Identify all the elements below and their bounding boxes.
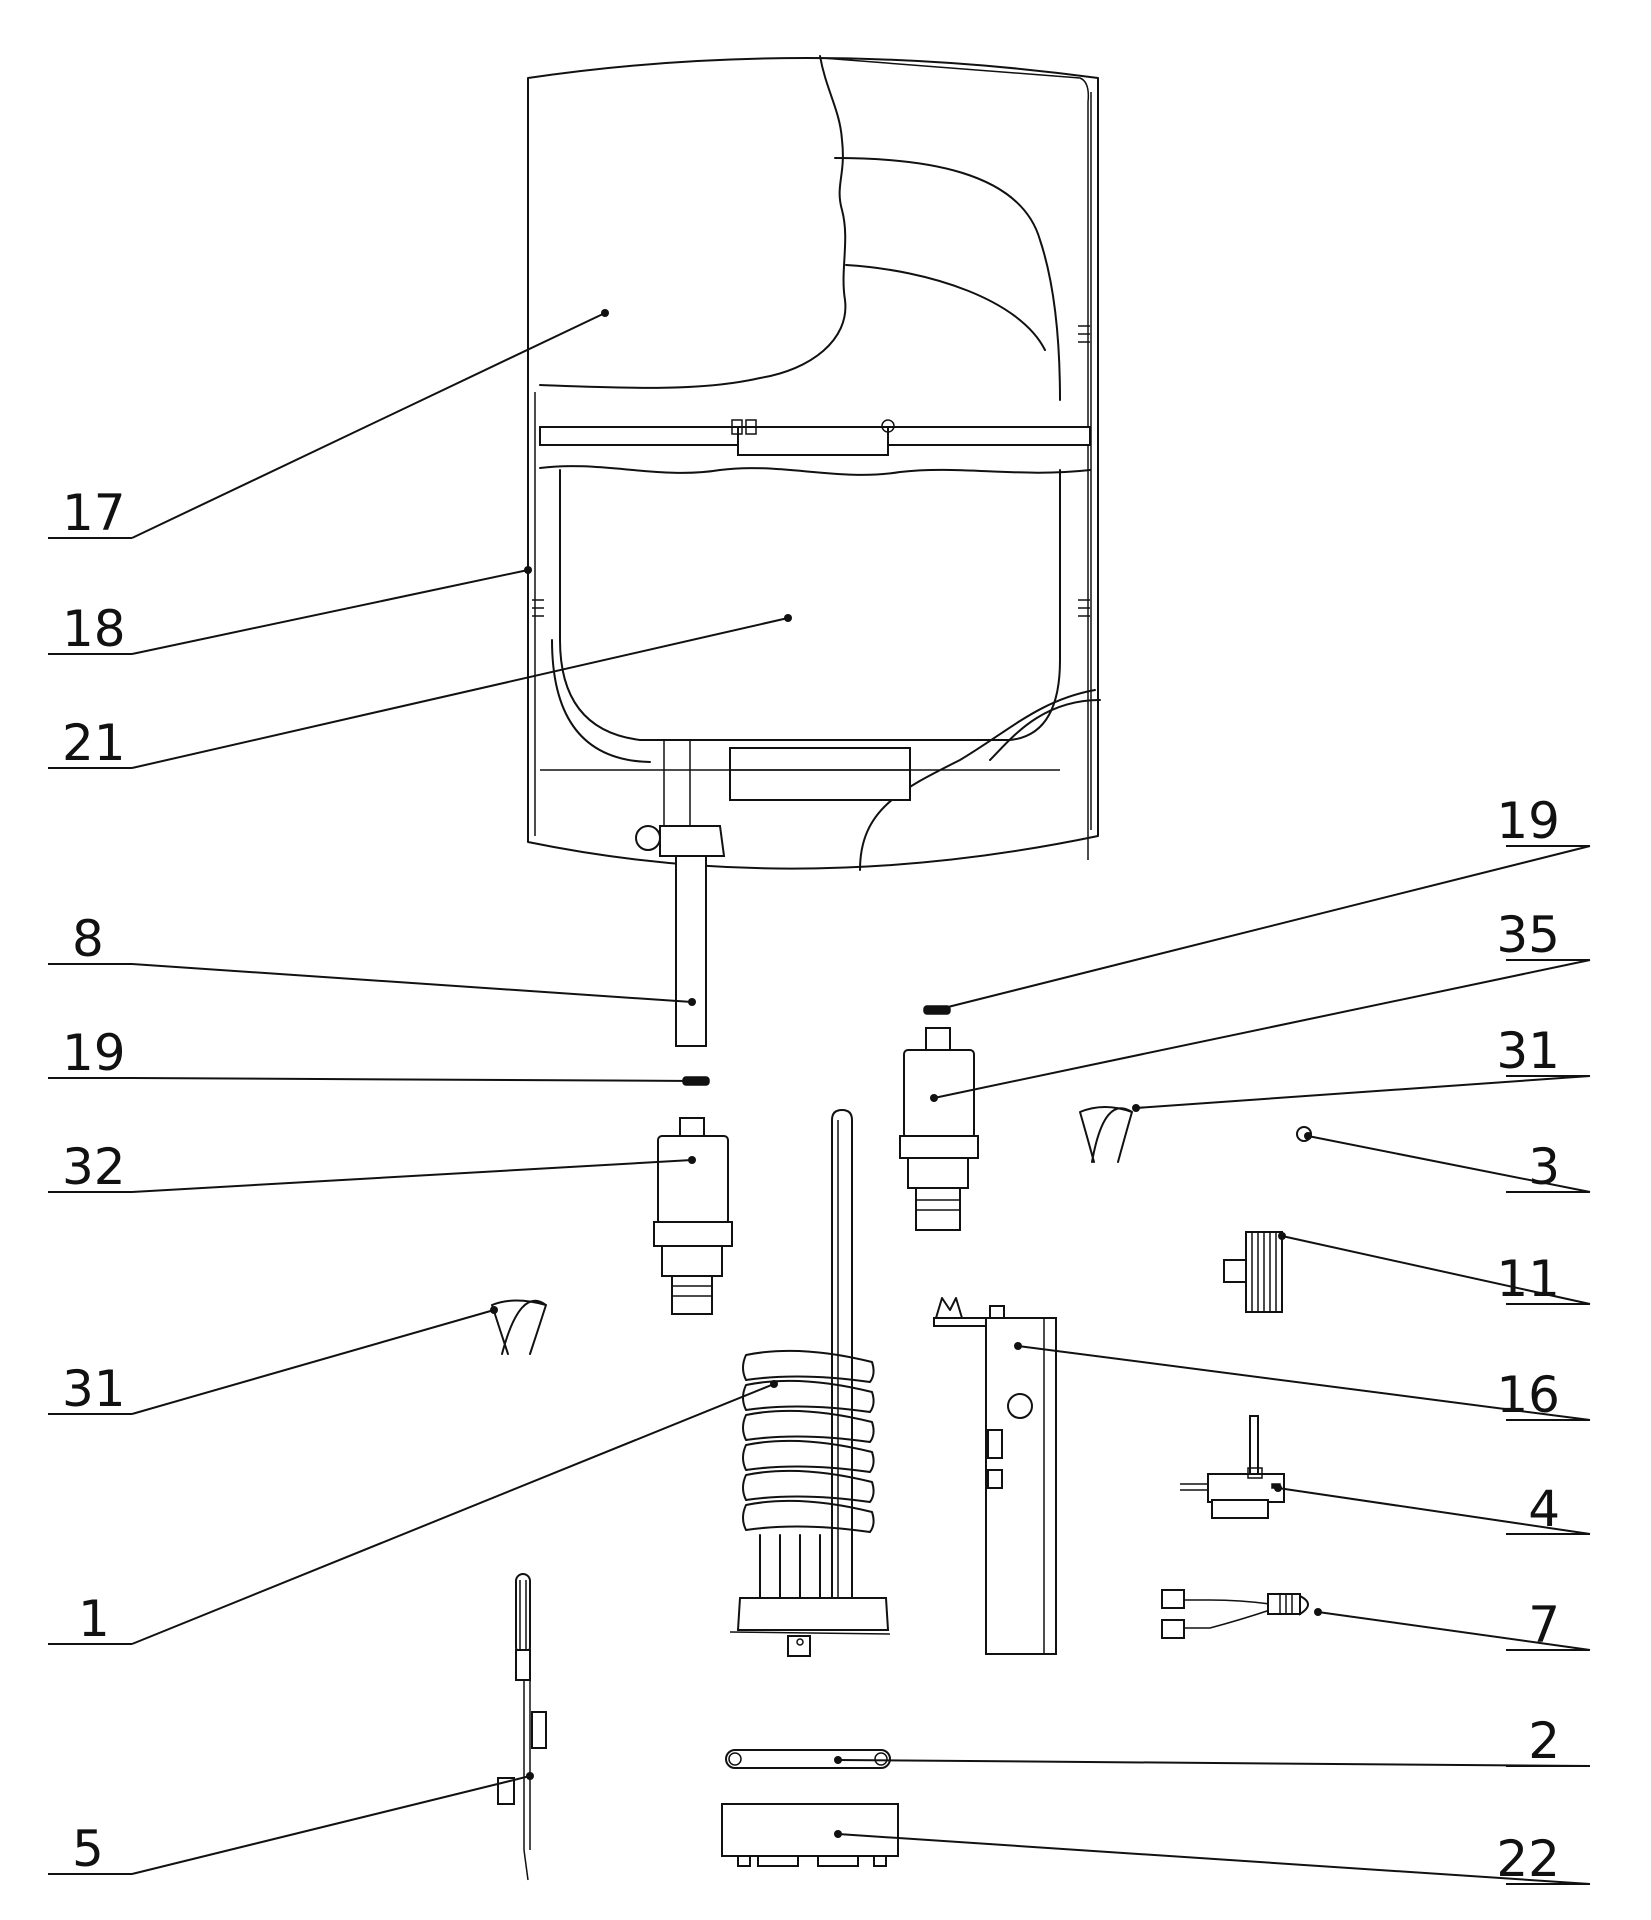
callout-7: 7 [1528, 1596, 1560, 1654]
part-4-switch [1180, 1415, 1285, 1519]
part-22-cover [721, 1803, 899, 1867]
leader-lines [131, 312, 1591, 1885]
callout-31-left: 31 [62, 1360, 126, 1418]
callout-1: 1 [78, 1590, 110, 1648]
part-31-clip-right [1079, 1106, 1133, 1163]
leader-dots [490, 309, 1322, 1838]
part-2-gasket [725, 1749, 891, 1769]
part-16-bracket [933, 1297, 1057, 1655]
part-7-wire-harness [1161, 1589, 1309, 1639]
callout-3: 3 [1528, 1138, 1560, 1196]
callout-22: 22 [1496, 1830, 1560, 1888]
part-8-pipe [675, 855, 707, 1047]
part-1-heating-element [729, 1108, 891, 1657]
callout-2: 2 [1528, 1712, 1560, 1770]
part-31-clip-left [491, 1299, 547, 1355]
callout-8: 8 [72, 910, 104, 968]
callout-17: 17 [62, 484, 126, 542]
label-underlines [48, 537, 1590, 1885]
part-35-valve [899, 1027, 979, 1231]
callout-18: 18 [62, 600, 126, 658]
callout-19-left: 19 [62, 1024, 126, 1082]
callout-labels-left: 17 18 21 8 19 32 31 1 5 [62, 484, 126, 1878]
callout-31-right: 31 [1496, 1022, 1560, 1080]
callout-labels-right: 19 35 31 3 11 16 4 7 2 22 [1496, 792, 1560, 1888]
callout-19-right: 19 [1496, 792, 1560, 850]
part-11-knob [1223, 1231, 1283, 1313]
callout-11: 11 [1496, 1250, 1560, 1308]
callout-5: 5 [72, 1820, 104, 1878]
callout-35: 35 [1496, 906, 1560, 964]
part-5-thermostat [497, 1573, 547, 1881]
callout-21: 21 [62, 714, 126, 772]
callout-16: 16 [1496, 1366, 1560, 1424]
part-32-valve [653, 1117, 733, 1315]
heater-casing [527, 55, 1101, 871]
callout-4: 4 [1528, 1480, 1560, 1538]
callout-32: 32 [62, 1138, 126, 1196]
